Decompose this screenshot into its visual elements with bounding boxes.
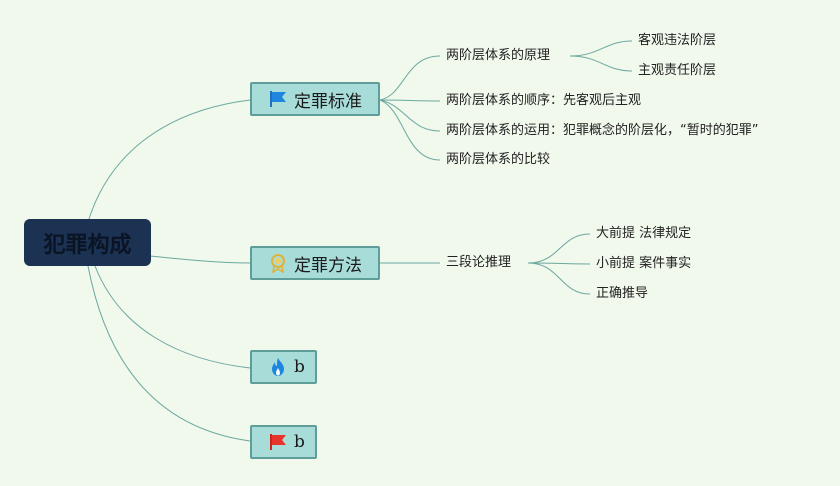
branch-b-red-flag[interactable]: b — [250, 425, 317, 459]
connector-root-standard — [87, 99, 251, 223]
leaf-subjective-layer[interactable]: 主观责任阶层 — [638, 62, 716, 80]
branch-standard-label: 定罪标准 — [294, 91, 362, 112]
leaf-syllogism[interactable]: 三段论推理 — [446, 254, 511, 272]
leaf-usage-label: 两阶层体系的运用：犯罪概念的阶层化，“暂时的犯罪” — [446, 123, 759, 138]
connector-syllogism-major — [527, 233, 591, 264]
red-flag-icon — [268, 432, 288, 452]
leaf-usage[interactable]: 两阶层体系的运用：犯罪概念的阶层化，“暂时的犯罪” — [446, 122, 758, 140]
connector-standard-order — [379, 99, 441, 102]
leaf-major-premise-label: 大前提 法律规定 — [596, 226, 692, 241]
connector-standard-principle — [379, 55, 441, 101]
connector-syllogism-minor — [527, 262, 591, 265]
branch-b-flame-label: b — [294, 357, 305, 377]
root-node[interactable]: 犯罪构成 — [25, 220, 150, 265]
leaf-syllogism-label: 三段论推理 — [446, 255, 512, 270]
leaf-objective-layer[interactable]: 客观违法阶层 — [638, 32, 716, 50]
connector-standard-usage — [379, 99, 441, 132]
branch-method[interactable]: 定罪方法 — [250, 246, 380, 280]
leaf-order[interactable]: 两阶层体系的顺序：先客观后主观 — [446, 92, 641, 110]
leaf-compare[interactable]: 两阶层体系的比较 — [446, 151, 550, 169]
branch-method-label: 定罪方法 — [294, 255, 362, 276]
leaf-correct-deduction-label: 正确推导 — [596, 286, 649, 301]
blue-flame-icon — [268, 357, 288, 377]
root-label: 犯罪构成 — [43, 232, 132, 258]
branch-standard[interactable]: 定罪标准 — [250, 82, 380, 116]
leaf-objective-layer-label: 客观违法阶层 — [638, 33, 717, 48]
connector-standard-compare — [379, 99, 441, 161]
medal-badge-icon — [268, 253, 288, 273]
branch-b-flame[interactable]: b — [250, 350, 317, 384]
connector-principle-objective — [569, 40, 633, 57]
leaf-order-label: 两阶层体系的顺序：先客观后主观 — [446, 93, 642, 108]
leaf-principle[interactable]: 两阶层体系的原理 — [446, 47, 550, 65]
connector-syllogism-deduction — [527, 262, 591, 295]
branch-b-red-flag-label: b — [294, 432, 305, 452]
leaf-subjective-layer-label: 主观责任阶层 — [638, 63, 717, 78]
leaf-minor-premise-label: 小前提 案件事实 — [596, 256, 692, 271]
leaf-principle-label: 两阶层体系的原理 — [446, 48, 551, 63]
leaf-major-premise[interactable]: 大前提 法律规定 — [596, 225, 691, 243]
leaf-minor-premise[interactable]: 小前提 案件事实 — [596, 255, 691, 273]
connector-root-b2 — [87, 265, 251, 442]
leaf-compare-label: 两阶层体系的比较 — [446, 152, 551, 167]
connector-principle-subjective — [569, 55, 633, 72]
blue-flag-icon — [268, 89, 288, 109]
connector-root-b1 — [94, 265, 251, 369]
leaf-correct-deduction[interactable]: 正确推导 — [596, 285, 648, 303]
connector-root-method — [149, 255, 251, 264]
